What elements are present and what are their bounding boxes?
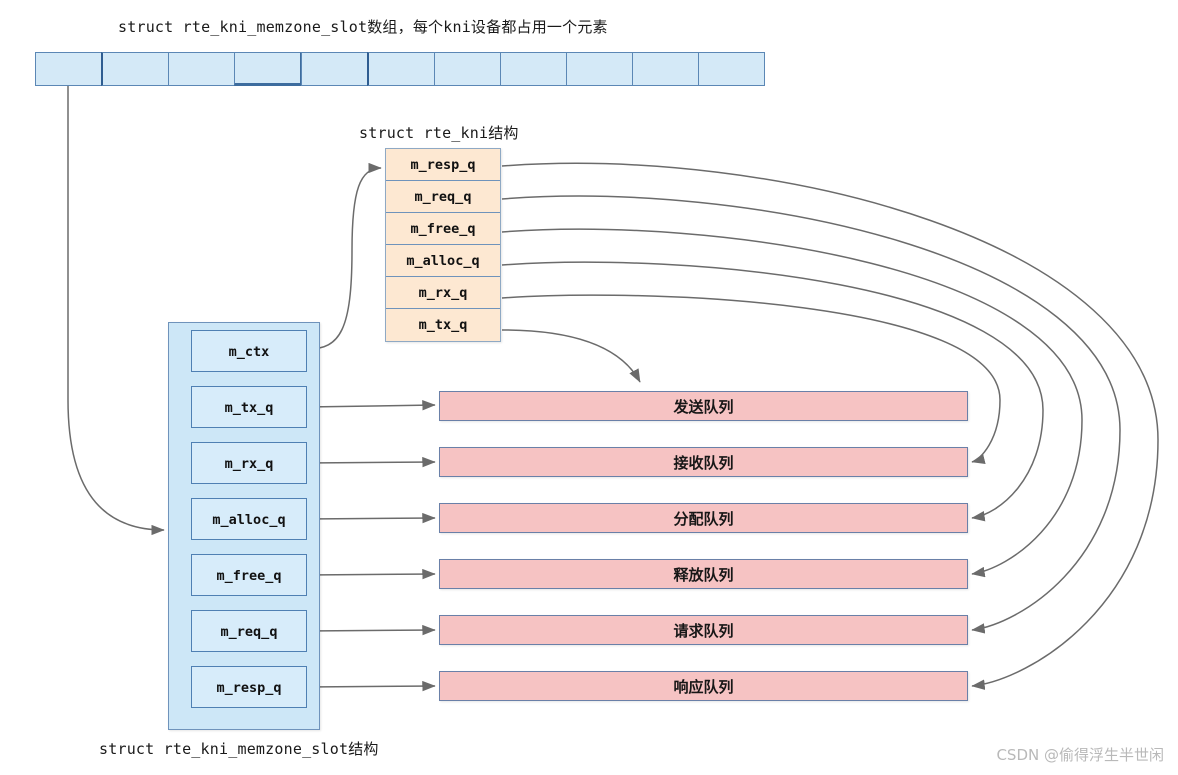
array-cell[interactable]	[101, 52, 169, 86]
slot-field-m-tx-q[interactable]: m_tx_q	[191, 386, 307, 428]
edge-kni-txq-to-send	[501, 329, 641, 383]
array-cell-selected[interactable]	[234, 52, 302, 86]
array-cell[interactable]	[367, 52, 435, 86]
slot-field-m-free-q[interactable]: m_free_q	[191, 554, 307, 596]
array-cell[interactable]	[698, 52, 765, 86]
array-cell[interactable]	[35, 52, 102, 86]
edge-array-to-slot	[67, 86, 165, 536]
kni-struct-title: struct rte_kni结构	[359, 124, 519, 142]
rte-kni-memzone-slot-struct: m_ctx m_tx_q m_rx_q m_alloc_q m_free_q m…	[168, 322, 320, 730]
kni-field-m-free-q[interactable]: m_free_q	[386, 213, 500, 245]
array-cell[interactable]	[434, 52, 501, 86]
kni-field-m-resp-q[interactable]: m_resp_q	[386, 149, 500, 181]
memzone-slot-array	[35, 52, 765, 86]
edge-slot-rxq-to-recv	[305, 456, 436, 468]
edge-kni-respq-to-resp	[501, 162, 1159, 690]
edge-kni-rxq-to-recv	[501, 294, 1001, 464]
kni-field-m-tx-q[interactable]: m_tx_q	[386, 309, 500, 341]
array-cell[interactable]	[632, 52, 699, 86]
edge-slot-txq-to-send	[305, 399, 436, 411]
array-cell[interactable]	[566, 52, 633, 86]
kni-field-m-req-q[interactable]: m_req_q	[386, 181, 500, 213]
rte-kni-struct: m_resp_q m_req_q m_free_q m_alloc_q m_rx…	[385, 148, 501, 342]
kni-field-m-rx-q[interactable]: m_rx_q	[386, 277, 500, 309]
queue-box-alloc[interactable]: 分配队列	[439, 503, 968, 533]
kni-field-m-alloc-q[interactable]: m_alloc_q	[386, 245, 500, 277]
edge-slot-respq-to-resp	[305, 680, 436, 692]
slot-field-m-alloc-q[interactable]: m_alloc_q	[191, 498, 307, 540]
slot-struct-title: struct rte_kni_memzone_slot结构	[99, 740, 379, 758]
array-cell[interactable]	[168, 52, 235, 86]
queue-box-send[interactable]: 发送队列	[439, 391, 968, 421]
edge-slot-reqq-to-req	[305, 624, 436, 636]
slot-field-m-ctx[interactable]: m_ctx	[191, 330, 307, 372]
queue-box-free[interactable]: 释放队列	[439, 559, 968, 589]
queue-box-receive[interactable]: 接收队列	[439, 447, 968, 477]
edge-slot-freeq-to-free	[305, 568, 436, 580]
array-title: struct rte_kni_memzone_slot数组，每个kni设备都占用…	[118, 18, 608, 36]
slot-field-m-req-q[interactable]: m_req_q	[191, 610, 307, 652]
slot-field-m-resp-q[interactable]: m_resp_q	[191, 666, 307, 708]
array-cell[interactable]	[301, 52, 368, 86]
array-cell[interactable]	[500, 52, 567, 86]
slot-field-m-rx-q[interactable]: m_rx_q	[191, 442, 307, 484]
csdn-watermark: CSDN @偷得浮生半世闲	[996, 746, 1164, 764]
queue-box-request[interactable]: 请求队列	[439, 615, 968, 645]
queue-box-response[interactable]: 响应队列	[439, 671, 968, 701]
edge-slot-allocq-to-alloc	[305, 512, 436, 524]
